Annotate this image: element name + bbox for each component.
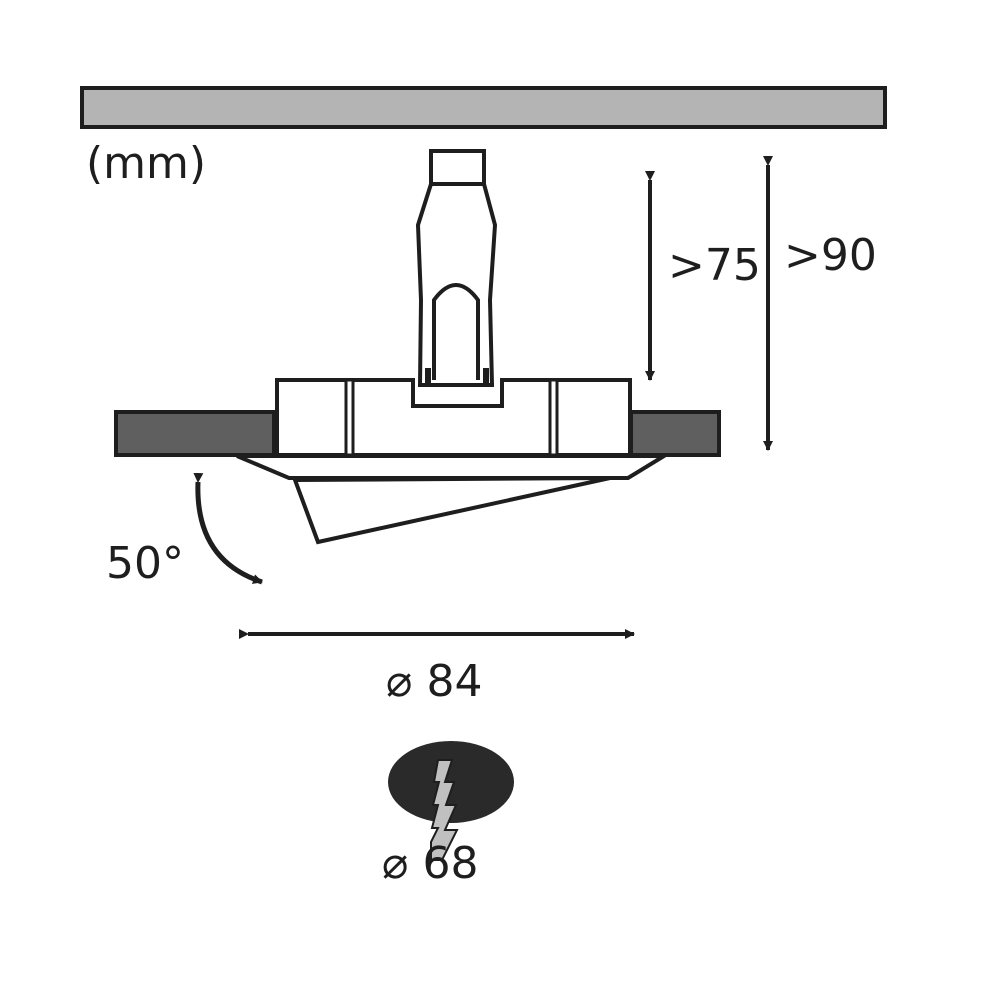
ceiling-board-right [629,410,721,457]
ceiling-board-left [114,410,276,457]
saw-blade-icon [430,759,459,861]
depth-total-label: >90 [784,230,877,281]
bezel-ring [236,454,672,480]
tilt-angle-curved-arrow [193,472,263,585]
tilt-angle-label: 50° [106,538,184,589]
cutout-hole-icon [388,741,514,861]
cutout-diameter-label: ⌀ 68 [382,838,478,889]
spring-clip [415,149,498,387]
outer-diameter-label: ⌀ 84 [386,656,482,707]
unit-label: (mm) [86,138,206,189]
housing-body [275,378,632,457]
tilted-lamp [292,476,611,545]
ceiling-panel [80,86,887,129]
depth-min-label: >75 [668,240,761,291]
